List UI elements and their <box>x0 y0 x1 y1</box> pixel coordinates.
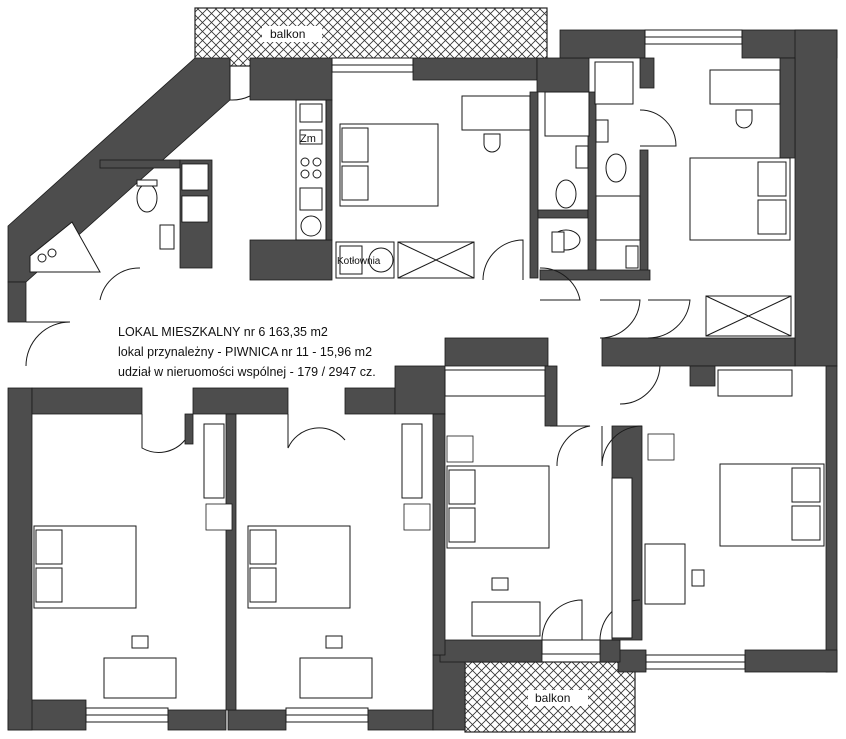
boiler-label: Kotłownia <box>337 256 381 267</box>
balcony-top-label: balkon <box>270 27 305 41</box>
balcony-bottom-label: balkon <box>535 691 570 705</box>
info-line-3: udział w nieruomości wspólnej - 179 / 29… <box>118 365 376 379</box>
info-line-2: lokal przynależny - PIWNICA nr 11 - 15,9… <box>118 345 372 359</box>
info-line-1: LOKAL MIESZKALNY nr 6 163,35 m2 <box>118 325 328 339</box>
balcony-top <box>194 7 548 67</box>
beds <box>33 123 825 609</box>
wardrobes <box>203 295 793 639</box>
fridge-label: Zm <box>300 133 316 145</box>
balcony-bottom <box>464 661 636 733</box>
windows <box>85 29 746 723</box>
walls <box>7 29 838 731</box>
desks <box>103 69 781 699</box>
radiators <box>181 163 675 531</box>
kitchen <box>295 99 475 279</box>
